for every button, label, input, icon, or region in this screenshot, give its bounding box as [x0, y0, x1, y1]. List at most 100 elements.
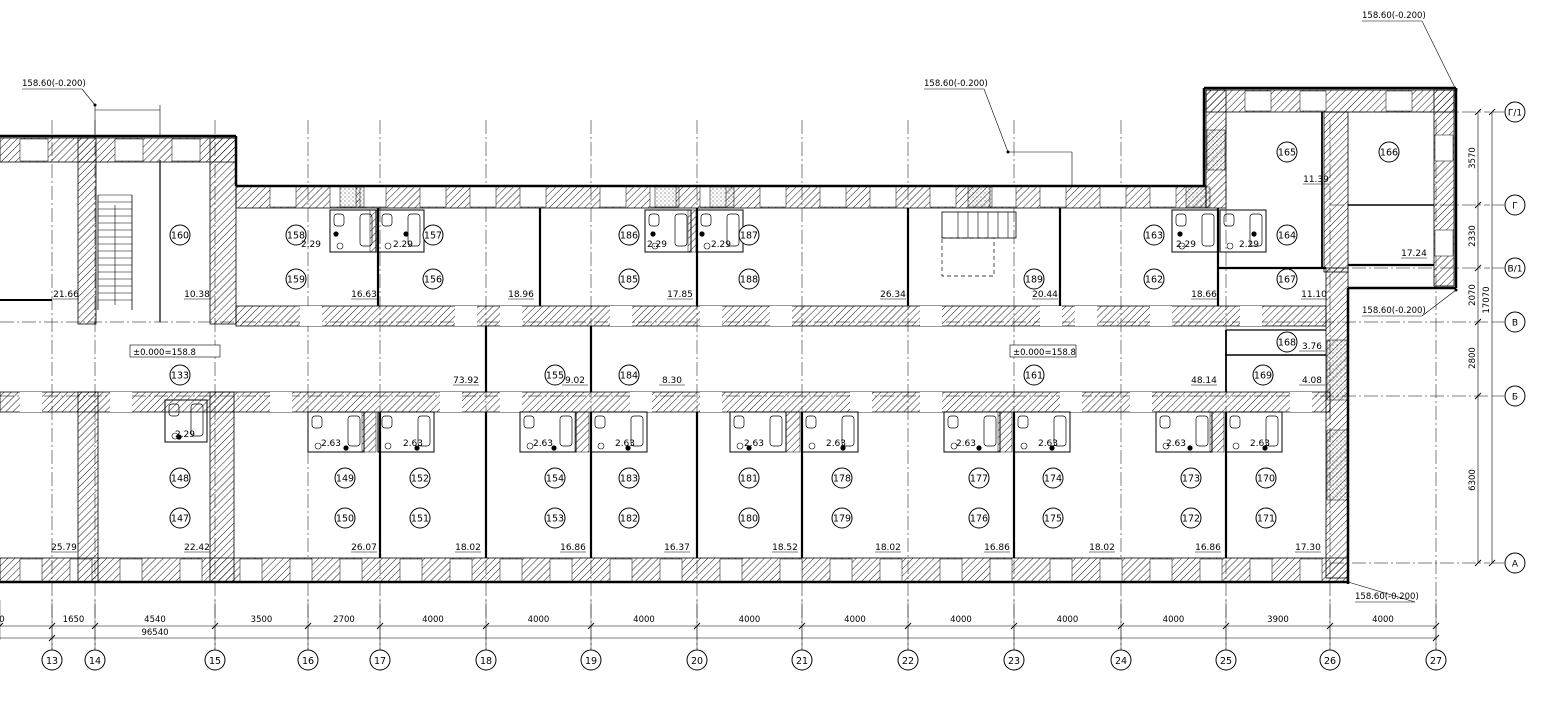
room-number: 173: [1180, 467, 1202, 489]
room-area-text: 21.66: [53, 290, 79, 300]
column-axis-bubble: 27: [1425, 640, 1447, 671]
shower-icon: [190, 403, 204, 437]
column-axis-bubble: 26: [1319, 640, 1341, 671]
room-area: 2.29: [393, 240, 413, 250]
marker-dot: [176, 434, 182, 440]
window: [1299, 558, 1323, 582]
ventilation-shaft: [1185, 186, 1211, 208]
zero-level-text: ±0.000=158.8: [1013, 348, 1076, 358]
elevation-mark: 158.60(-0.200): [1346, 580, 1419, 603]
window: [1149, 558, 1173, 582]
window: [939, 558, 963, 582]
room-area: 11.10: [1301, 290, 1327, 300]
sink-icon: [1162, 442, 1170, 450]
wall-segment: [1325, 267, 1349, 579]
ventilation-shaft: [339, 186, 365, 208]
ventilation-shaft: [709, 186, 735, 208]
room-area-text: 2.29: [711, 240, 731, 250]
room-area-text: 16.63: [351, 290, 377, 300]
column-axis-bubble: 23: [1003, 640, 1025, 671]
dimension-value: 4540: [144, 615, 166, 625]
room-area-text: 2.63: [744, 439, 764, 449]
room-number: 166: [1378, 141, 1400, 163]
dimension-value: 17070: [1482, 286, 1492, 313]
window: [989, 186, 1017, 208]
dimension-value: 3500: [251, 615, 273, 625]
wall-segment: [0, 391, 1331, 413]
room-number: 150: [334, 507, 356, 529]
sink-icon: [1178, 242, 1186, 250]
dimension-value: 4000: [739, 615, 761, 625]
window: [519, 186, 547, 208]
room-area: 2.29: [1239, 240, 1259, 250]
room-area-text: 17.24: [1401, 249, 1427, 259]
bathroom-unit: [1171, 209, 1219, 253]
room-number: 149: [334, 467, 356, 489]
elevation-mark-text: 158.60(-0.200): [1362, 306, 1426, 316]
marker-dot: [414, 445, 420, 451]
room-area-text: 2.29: [647, 240, 667, 250]
room-area: 2.63: [1038, 439, 1058, 449]
room-area: 2.63: [826, 439, 846, 449]
wall-segment: [77, 391, 99, 583]
room-area-text: 16.86: [560, 543, 586, 553]
room-area: 3.76: [1299, 342, 1325, 352]
shower-tray: [687, 209, 697, 253]
room-number-text: 166: [1380, 148, 1398, 159]
dimension-value: 4000: [1372, 615, 1394, 625]
room-number: 186: [618, 224, 640, 246]
window: [759, 186, 787, 208]
room-area-text: 2.63: [615, 439, 635, 449]
room-number: 151: [409, 507, 431, 529]
shower-icon: [630, 415, 644, 447]
marker-dot: [1049, 445, 1055, 451]
shower-icon: [769, 415, 783, 447]
marker-dot: [840, 445, 846, 451]
room-area: 16.86: [984, 543, 1010, 553]
room-area: 2.63: [321, 439, 341, 449]
ventilation-shaft: [654, 186, 680, 208]
room-number-text: 182: [620, 514, 638, 525]
shower-icon: [559, 415, 573, 447]
ventilation-shaft: [967, 186, 993, 208]
door-opening: [610, 306, 632, 326]
room-area: 11.39: [1303, 175, 1329, 185]
room-area: 2.29: [301, 240, 321, 250]
window: [549, 558, 573, 582]
dimension-value: 1650: [63, 615, 85, 625]
sink-icon: [808, 442, 816, 450]
dimension-value: 4000: [528, 615, 550, 625]
room-number-text: 158: [287, 231, 305, 242]
room-area-text: 3.76: [1302, 342, 1322, 352]
column-axis-bubble: 19: [580, 640, 602, 671]
room-area-text: 2.63: [533, 439, 553, 449]
room-number-text: 184: [620, 371, 638, 382]
door-opening: [1040, 306, 1062, 326]
room-number: 175: [1042, 507, 1064, 529]
toilet-icon: [333, 213, 345, 227]
room-number-text: 164: [1278, 231, 1296, 242]
door-opening: [1290, 392, 1312, 412]
room-area: 18.96: [508, 290, 534, 300]
room-number-text: 155: [546, 371, 564, 382]
room-number: 162: [1143, 268, 1165, 290]
row-axis-label: Г: [1512, 202, 1518, 212]
window: [779, 558, 803, 582]
shower-icon: [1053, 415, 1067, 447]
door-opening: [1150, 306, 1172, 326]
window: [869, 186, 897, 208]
door-opening: [700, 392, 722, 412]
room-area: 18.02: [875, 543, 901, 553]
room-number-text: 186: [620, 231, 638, 242]
room-area-text: 18.02: [1089, 543, 1115, 553]
room-number-text: 183: [620, 474, 638, 485]
sanitary-fixtures: [164, 209, 1283, 453]
room-number-text: 187: [740, 231, 758, 242]
column-axis-label: 22: [902, 656, 914, 667]
column-axis-bubble: 14: [84, 640, 106, 671]
column-axis-label: 18: [480, 656, 492, 667]
window: [19, 558, 43, 582]
bathroom-unit: [1225, 411, 1283, 453]
marker-dot: [1177, 231, 1183, 237]
